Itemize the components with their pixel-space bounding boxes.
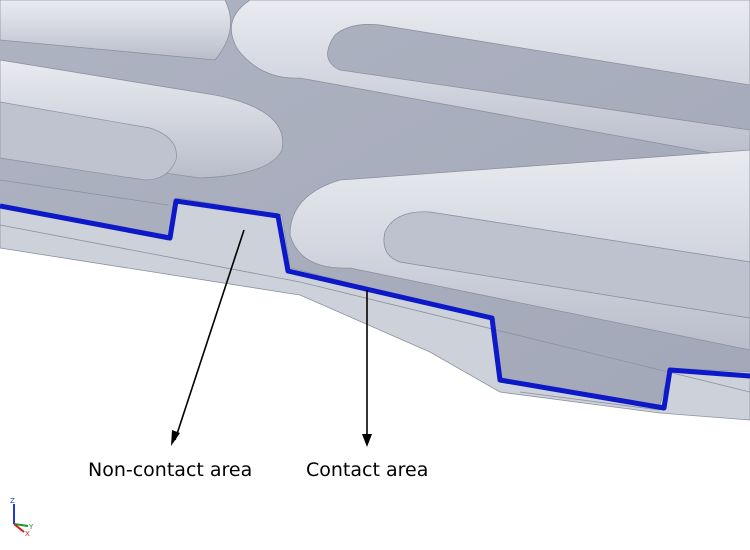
triad-z-label: Z [10, 497, 15, 505]
triad-x-label: X [25, 530, 30, 536]
arrow-contact [362, 290, 372, 447]
edge-lines [0, 179, 750, 411]
arrow-non-contact [171, 229, 245, 446]
rib-upper-left-inner [0, 101, 177, 181]
section-contour [0, 198, 750, 411]
rib-top-left [0, 0, 231, 61]
rib-upper-right-bend [230, 0, 750, 161]
label-contact-area: Contact area [306, 459, 429, 481]
triad-y-label: Y [28, 523, 34, 531]
coordinate-triad-icon: Z Y X [10, 497, 34, 536]
rib-lower-right-inner [383, 211, 750, 319]
label-non-contact-area: Non-contact area [88, 459, 253, 481]
